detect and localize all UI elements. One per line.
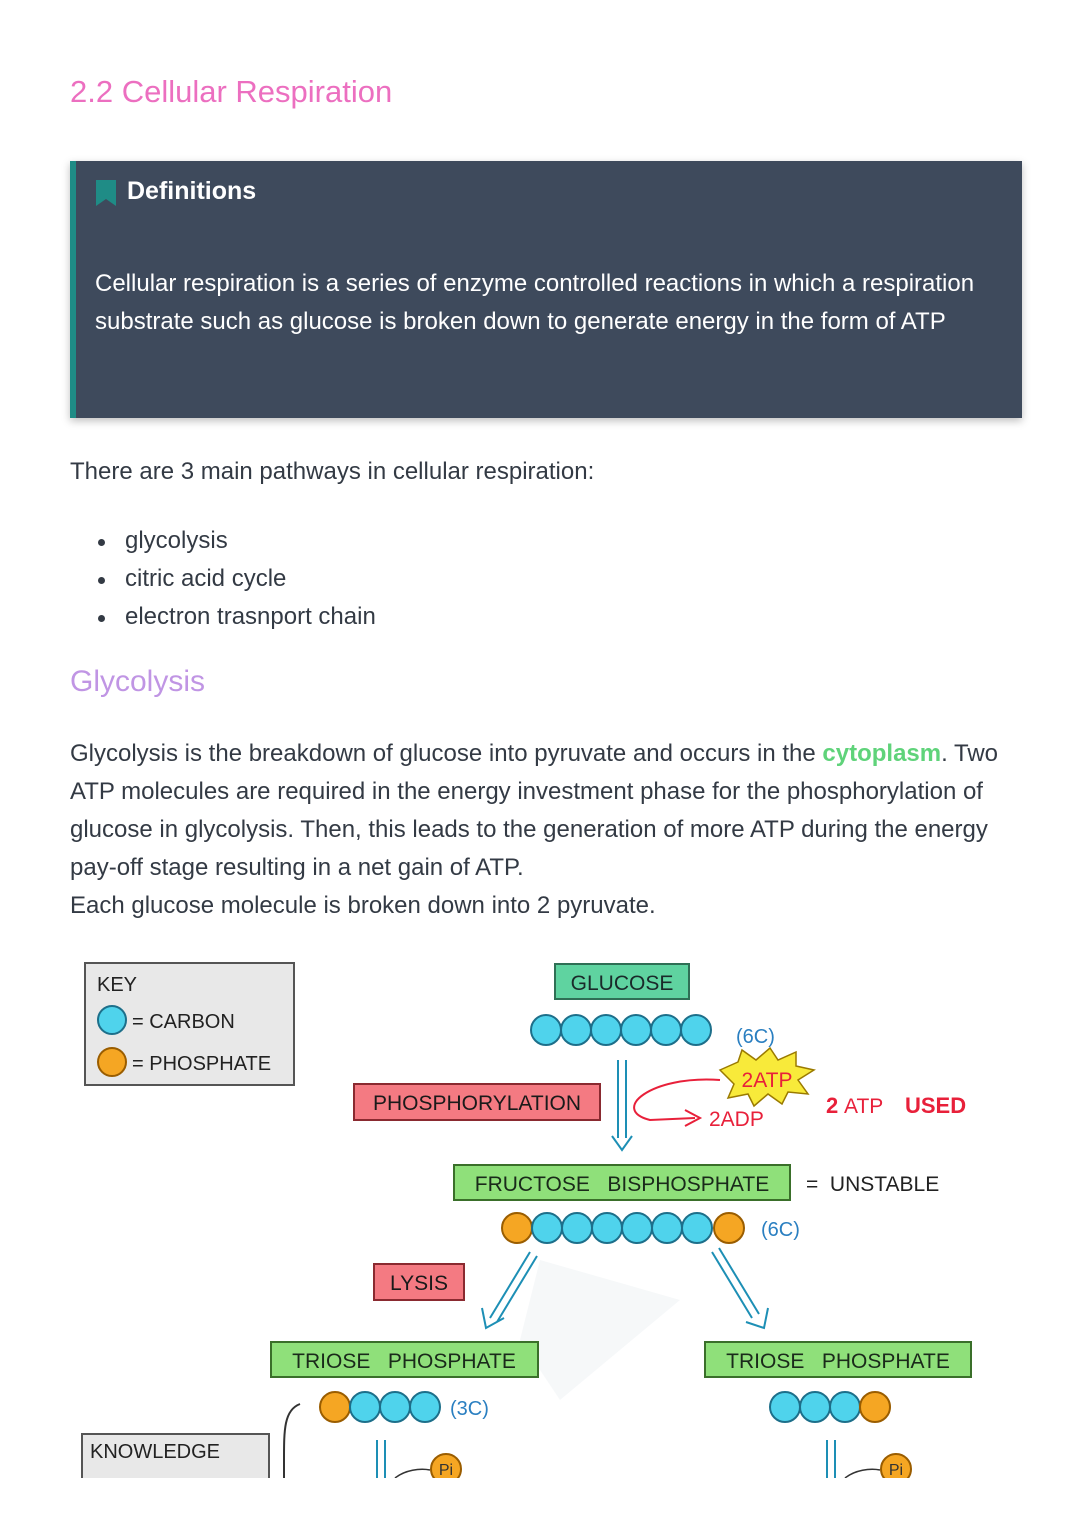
knowledge-box	[81, 1433, 270, 1478]
arrow-down-left-lower	[376, 1440, 386, 1478]
phosphorylation-label: PHOSPHORYLATION	[373, 1092, 581, 1115]
triose-left-box	[270, 1341, 539, 1378]
atp-used-number: 2	[826, 1093, 838, 1118]
pathways-list: glycolysis citric acid cycle electron tr…	[95, 522, 376, 636]
list-item: citric acid cycle	[95, 560, 376, 598]
atp-used-word: USED	[905, 1093, 966, 1118]
pathways-intro: There are 3 main pathways in cellular re…	[70, 458, 595, 485]
arrow-down-1	[611, 1060, 633, 1152]
definition-heading: Definitions	[127, 177, 257, 205]
triose-left-chain	[319, 1391, 441, 1423]
atp-burst-label: 2ATP	[742, 1069, 793, 1092]
phosphate-icon	[97, 1047, 127, 1077]
para-text: . Two ATP molecules are required in the …	[70, 740, 999, 881]
para-text: Each glucose molecule is broken down int…	[70, 892, 656, 919]
adp-label: 2ADP	[709, 1108, 764, 1131]
list-item: electron trasnport chain	[95, 598, 376, 636]
knowledge-bracket	[283, 1403, 301, 1478]
fructose-box	[453, 1164, 791, 1201]
triose-right-label: TRIOSE PHOSPHATE	[726, 1350, 950, 1373]
triose-right-box	[704, 1341, 972, 1378]
glucose-carbon-chain	[530, 1014, 712, 1046]
glucose-label: GLUCOSE	[571, 972, 674, 995]
arrow-down-right-lower	[826, 1440, 836, 1478]
glucose-6c: (6C)	[736, 1026, 775, 1048]
phosphorylation-box	[353, 1083, 601, 1121]
unstable-label: = UNSTABLE	[806, 1173, 939, 1196]
list-item: glycolysis	[95, 522, 376, 560]
carbon-icon	[97, 1005, 127, 1035]
lysis-box	[373, 1263, 465, 1301]
pi-icon-left	[430, 1453, 462, 1478]
arrow-split-left	[481, 1251, 538, 1330]
fructose-label: FRUCTOSE BISPHOSPHATE	[475, 1173, 769, 1196]
key-carbon: = CARBON	[132, 1011, 235, 1033]
bookmark-icon	[96, 180, 116, 206]
pi-label-left: Pi	[439, 1462, 453, 1478]
definition-callout: Definitions Cellular respiration is a se…	[70, 161, 1022, 418]
section-title-glycolysis: Glycolysis	[70, 665, 206, 698]
key-phosphate: = PHOSPHATE	[132, 1053, 271, 1075]
triose-left-label: TRIOSE PHOSPHATE	[292, 1350, 516, 1373]
triose-right-chain	[769, 1391, 891, 1423]
atp-burst	[718, 1046, 816, 1108]
knowledge-label: KNOWLEDGE	[90, 1441, 220, 1463]
cytoplasm-highlight: cytoplasm	[822, 740, 942, 767]
glucose-box	[554, 963, 690, 1000]
glycolysis-diagram: KEY = CARBON = PHOSPHATE GLUCOSE (6C) PH…	[0, 940, 1080, 1478]
fructose-chain	[501, 1212, 745, 1244]
definition-text: Cellular respiration is a series of enzy…	[95, 270, 975, 335]
key-box: KEY = CARBON = PHOSPHATE	[84, 962, 295, 1086]
glycolysis-paragraph: Glycolysis is the breakdown of glucose i…	[70, 735, 1030, 925]
atp-used-unit: ATP	[844, 1095, 883, 1118]
atp-curve-arrow	[633, 1078, 721, 1122]
pi-label-right: Pi	[889, 1462, 903, 1478]
pi-icon-right	[880, 1453, 912, 1478]
page-title: 2.2 Cellular Respiration	[70, 74, 393, 109]
arrow-split-right	[711, 1247, 769, 1330]
watermark-logo	[520, 1260, 680, 1400]
key-title: KEY	[97, 974, 137, 996]
triose-3c: (3C)	[450, 1398, 489, 1420]
para-text: Glycolysis is the breakdown of glucose i…	[70, 740, 823, 767]
fructose-6c: (6C)	[761, 1219, 800, 1241]
lysis-label: LYSIS	[390, 1272, 448, 1295]
